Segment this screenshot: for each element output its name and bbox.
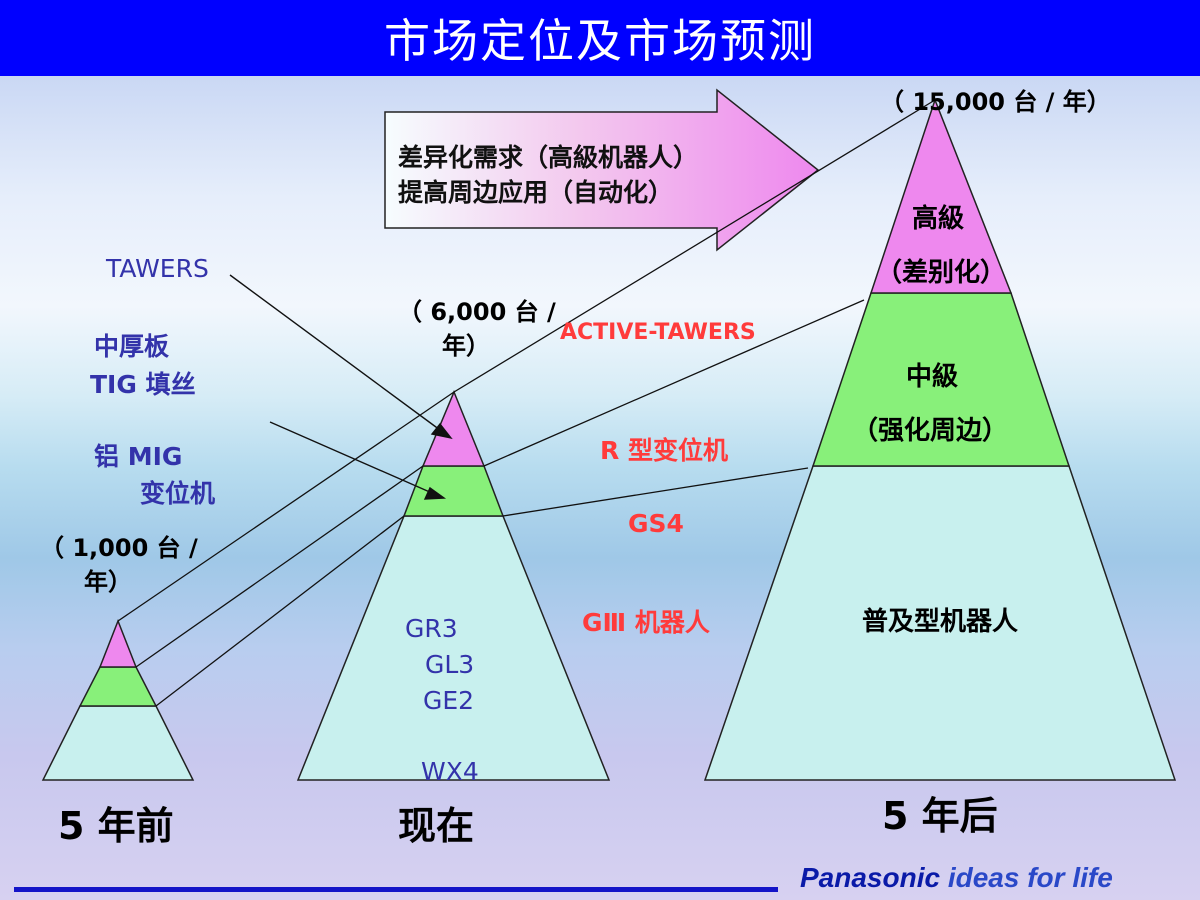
label-mid-sub: （强化周边） [852, 416, 1009, 446]
thick-plate-pointer-head [423, 486, 447, 500]
pyramid-future [703, 97, 1177, 781]
pyramid-now-top [421, 390, 486, 467]
label-tawers: TAWERS [106, 254, 209, 283]
pyramid-future-top [869, 97, 1013, 294]
pyramid-now-middle [402, 465, 505, 517]
label-high: 高級 [912, 204, 965, 234]
label-volume-past-2: 年） [84, 568, 132, 596]
label-popular: 普及型机器人 [862, 607, 1019, 637]
trend-arrow [384, 88, 820, 252]
footer-line [14, 887, 778, 892]
label-model-gl3: GL3 [425, 650, 475, 679]
label-gs4: GS4 [628, 509, 684, 538]
pyramid-past-base [41, 705, 195, 781]
label-g3-robot: GⅢ 机器人 [582, 608, 710, 637]
connector-now-base-future-base [502, 467, 809, 517]
thick-plate-pointer-line [269, 421, 433, 494]
connector-past-top-now-top [117, 391, 455, 622]
connector-lines [117, 99, 936, 707]
arrow-text-line2: 提高周边应用（自动化） [398, 178, 674, 207]
label-model-ge2: GE2 [423, 686, 475, 715]
pyramid-now [296, 390, 611, 781]
label-volume-future: （ 15,000 台 / 年） [880, 88, 1111, 116]
pyramid-now-base [296, 515, 611, 781]
connector-past-mid-now-mid [135, 465, 424, 668]
label-volume-now: （ 6,000 台 / [398, 298, 556, 326]
pyramid-past-middle [78, 666, 158, 707]
label-model-wx4: WX4 [421, 757, 479, 786]
label-volume-past: （ 1,000 台 / [40, 534, 198, 562]
label-al-mig: 铝 MIG [94, 442, 183, 471]
tawers-pointer-head [430, 422, 453, 440]
pyramid-past-top [98, 618, 138, 668]
connector-past-base-now-base [155, 515, 405, 707]
pyramid-past [41, 618, 195, 781]
arrow-text: 差异化需求（高級机器人） 提高周边应用（自动化） [398, 140, 698, 210]
tawers-pointer-line [229, 274, 441, 431]
label-tig: TIG 填丝 [90, 370, 196, 399]
arrow-text-line1: 差异化需求（高級机器人） [398, 143, 699, 172]
title-bar: 市场定位及市场预测 [0, 0, 1200, 76]
label-now: 现在 [398, 804, 475, 848]
page-title: 市场定位及市场预测 [384, 14, 816, 68]
label-thick-plate: 中厚板 [94, 332, 170, 361]
brand-slogan: ideas for life [947, 862, 1113, 893]
label-positioner-left: 变位机 [140, 479, 216, 508]
pointer-arrows [229, 274, 453, 500]
brand-logo: Panasonic ideas for life [800, 862, 1113, 894]
label-past: 5 年前 [58, 804, 174, 848]
connector-now-top-future-top [453, 99, 936, 393]
label-model-gr3: GR3 [405, 614, 458, 643]
brand-name: Panasonic [800, 862, 941, 893]
label-volume-now-2: 年） [442, 332, 490, 360]
label-high-sub: （差别化） [876, 258, 1007, 288]
label-r-positioner: R 型变位机 [600, 436, 728, 465]
connector-now-mid-future-mid [483, 299, 865, 467]
label-future: 5 年后 [882, 794, 998, 838]
label-active-tawers: ACTIVE-TAWERS [560, 320, 756, 345]
label-mid: 中級 [906, 362, 959, 392]
